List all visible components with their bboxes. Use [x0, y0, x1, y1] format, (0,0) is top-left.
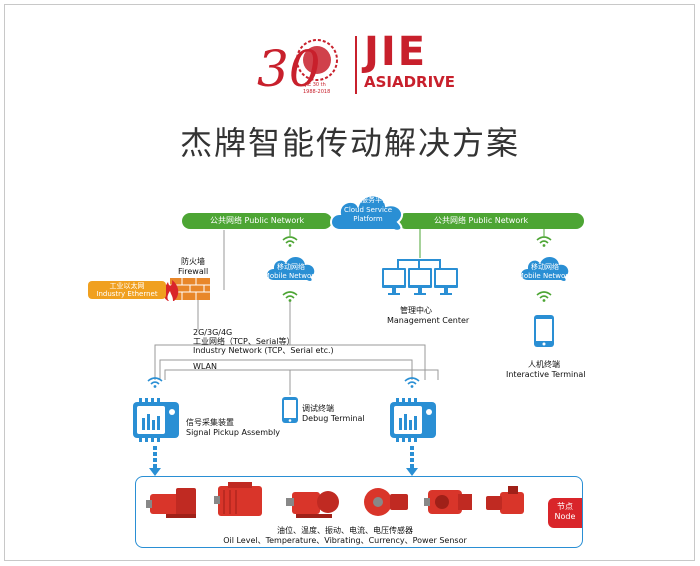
link-label-2g3g4g: 2G/3G/4G [193, 328, 233, 337]
gear-motor-icon [424, 490, 472, 514]
mobile-network-cloud-icon [521, 256, 569, 281]
cloud-label-en-1: Cloud Service [343, 206, 393, 214]
worm-gear-motor-icon [364, 488, 408, 516]
link-label-wlan: WLAN [193, 362, 218, 371]
sensor-label-cn: 油位、温度、振动、电流、电压传感器 [277, 526, 413, 535]
wifi-icon [282, 291, 298, 302]
motor-row [146, 482, 524, 518]
signal-pickup-en: Signal Pickup Assembly [186, 428, 281, 437]
public-network-right-label: 公共网络 Public Network [434, 216, 529, 225]
node-label-en: Node [554, 512, 576, 521]
cloud-icon [330, 194, 404, 232]
public-network-left-label: 公共网络 Public Network [210, 216, 305, 225]
monitor-group-icon [382, 259, 458, 295]
link-label-industry-en: Industry Network (TCP、Serial etc.) [193, 346, 334, 355]
gear-motor-icon [214, 482, 262, 516]
interactive-terminal-cn: 人机终端 [528, 360, 560, 369]
mobile-network-2-cn: 移动网络 [531, 263, 559, 271]
mobile-network-1-cn: 移动网络 [277, 263, 305, 271]
brand-logo: JIE [364, 29, 428, 75]
mobile-network-1-en: Mobile Network [263, 272, 319, 280]
cloud-label-en-2: Platform [353, 215, 383, 223]
wifi-icon [404, 377, 420, 388]
sensor-label-en: Oil Level、Temperature、Vibrating、Currency… [223, 536, 467, 545]
debug-terminal-en: Debug Terminal [302, 414, 365, 423]
phone-icon [282, 397, 298, 423]
gear-motor-icon [146, 488, 196, 518]
firewall-icon [163, 278, 210, 301]
anniversary-caption-1: JIE 30 th [304, 82, 326, 88]
wifi-icon [536, 291, 552, 302]
cloud-label-cn: 云端服务平台 [347, 196, 389, 204]
brand-sub: ASIADRIVE [364, 73, 456, 91]
link-label-industry-cn: 工业网络（TCP、Serial等） [193, 337, 295, 346]
anniversary-caption-2: 1988-2018 [303, 89, 330, 95]
mobile-network-2-en: Mobile Network [517, 272, 573, 280]
interactive-terminal-en: Interactive Terminal [506, 370, 586, 379]
anniversary-logo: 30 JIE 30 th 1988-2018 [257, 39, 338, 96]
smartphone-icon [534, 315, 554, 347]
page-title: 杰牌智能传动解决方案 [179, 124, 520, 162]
wifi-icon [147, 377, 163, 388]
node-tag: 节点 Node [548, 498, 582, 528]
public-network-right: 公共网络 Public Network [398, 213, 584, 229]
debug-terminal-cn: 调试终端 [302, 404, 334, 413]
industry-ethernet-box [88, 281, 166, 299]
page-frame [4, 4, 695, 561]
industry-ethernet-cn: 工业以太网 [109, 282, 145, 290]
wifi-icon [536, 236, 552, 247]
logo-divider [355, 36, 357, 94]
mobile-network-cloud-icon [267, 256, 315, 281]
signal-pickup-device-icon [133, 398, 179, 442]
node-label-cn: 节点 [557, 502, 573, 511]
signal-pickup-cn: 信号采集装置 [186, 418, 234, 427]
firewall-label-cn: 防火墙 [181, 257, 205, 266]
gear-motor-icon [286, 491, 339, 518]
management-center-cn: 管理中心 [400, 306, 432, 315]
public-network-left: 公共网络 Public Network [182, 213, 332, 229]
industry-ethernet-en: Industry Ethernet [96, 290, 158, 298]
management-center-en: Management Center [387, 316, 470, 325]
firewall-label-en: Firewall [178, 267, 209, 276]
gear-motor-icon [486, 486, 524, 514]
wifi-icon [282, 236, 298, 247]
signal-pickup-device-icon [390, 398, 436, 442]
